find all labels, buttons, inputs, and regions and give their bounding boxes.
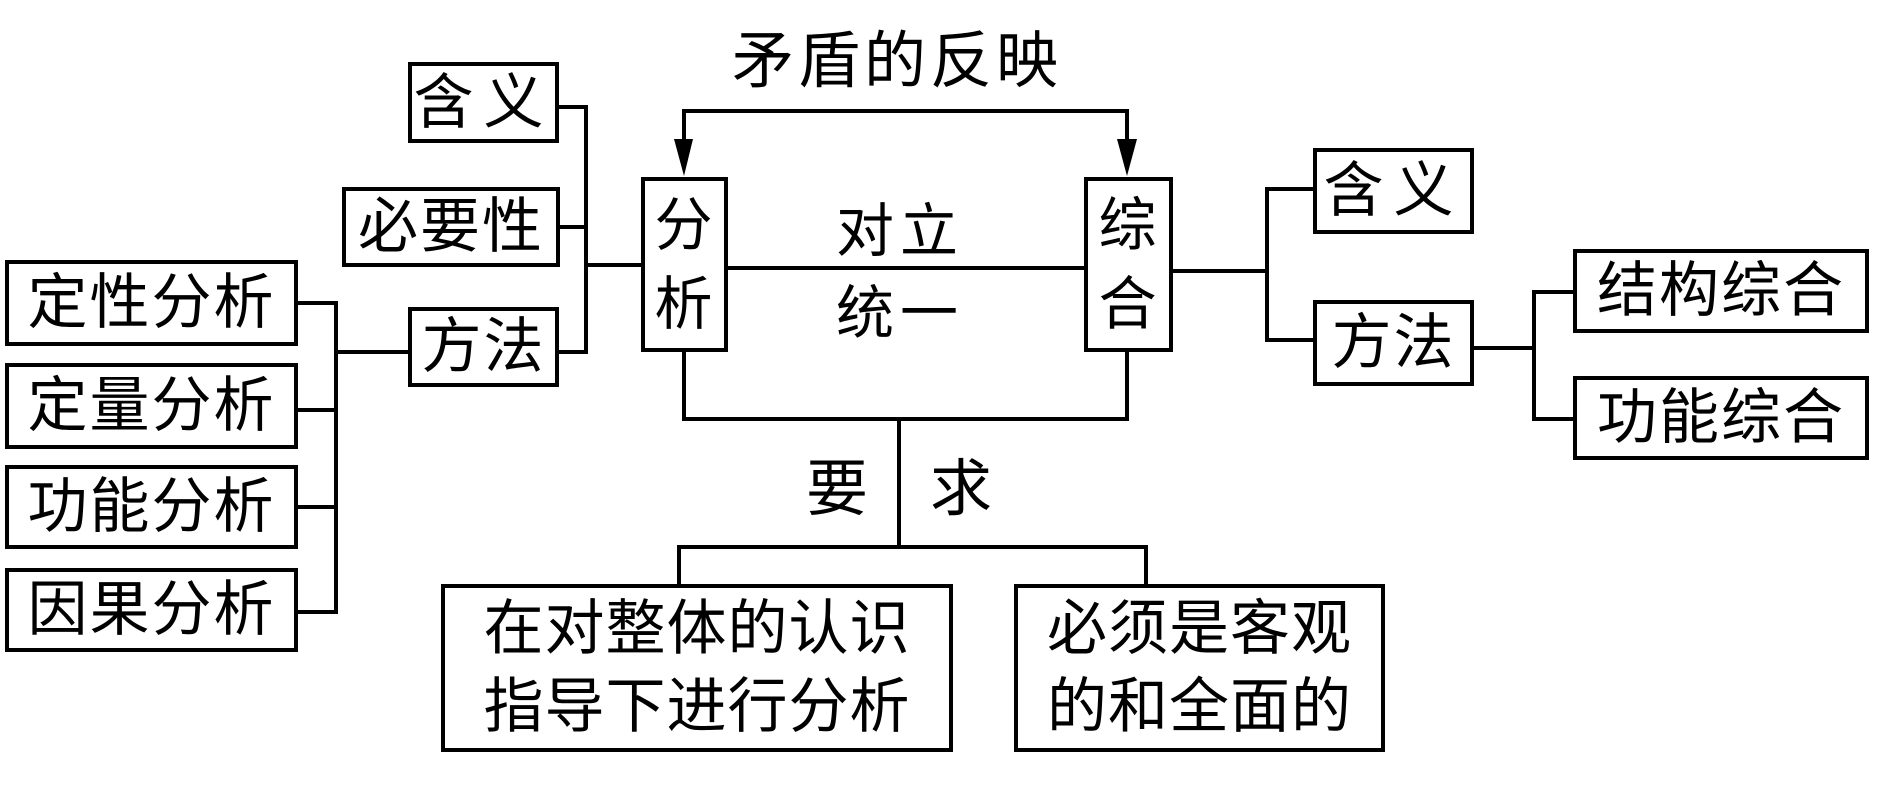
requirement-bottom-line [677,545,1148,549]
methods-spine [334,301,338,614]
method-item-functional[interactable]: 功能分析 [5,465,298,549]
synthesis-item-label: 结构综合 [1597,256,1845,326]
synthesis-down-stem [1125,351,1129,421]
method-item-label: 因果分析 [27,575,276,645]
requirement-left-stem [677,545,681,585]
top-connector-line [682,109,1129,113]
necessity-connector [560,225,588,229]
opposition-label: 对立 [836,197,965,265]
right-branch-spine [1265,187,1269,342]
analysis-necessity-label: 必要性 [358,192,544,262]
quantitative-connector [298,408,338,412]
left-branch-spine [584,105,588,354]
analysis-down-stem [682,351,686,421]
analysis-method-box[interactable]: 方法 [408,307,559,387]
analysis-char-2: 析 [654,269,715,338]
functional-connector [298,505,338,509]
method-item-label: 定量分析 [27,371,276,441]
right-meaning-connector [1265,187,1314,191]
analysis-box[interactable]: 分 析 [641,177,728,352]
method-item-quantitative[interactable]: 定量分析 [5,363,298,449]
synthesis-meaning-label: 含义 [1323,156,1464,226]
analysis-char-1: 分 [654,191,715,260]
method-item-label: 定性分析 [27,268,276,338]
synthesis-method-label: 方法 [1331,308,1456,378]
requirement-right-stem [1144,545,1148,585]
requirement-label-right: 求 [930,452,993,525]
analysis-meaning-label: 含义 [413,67,554,138]
requirement-item-holistic[interactable]: 在对整体的认识 指导下进行分析 [441,584,953,752]
opposition-unity-line [727,266,1085,270]
requirement-item-line2: 指导下进行分析 [483,672,911,742]
synthesis-method-out-connector [1473,346,1536,350]
qualitative-connector [298,301,338,305]
unity-label: 统一 [836,279,965,347]
title-contradiction-reflection: 矛盾的反映 [732,24,1063,97]
synthesis-out-connector [1172,269,1269,273]
arrow-stem-synthesis [1125,109,1129,149]
synthesis-meaning-box[interactable]: 含义 [1313,148,1474,234]
right-method-connector [1265,338,1314,342]
synthesis-item-label: 功能综合 [1597,383,1845,453]
requirement-top-line [682,417,1129,421]
synthesis-item-functional[interactable]: 功能综合 [1573,376,1869,460]
requirement-item-line1: 必须是客观 [1047,594,1352,664]
method-connector [559,350,588,354]
analysis-method-label: 方法 [421,312,546,382]
requirement-stem [897,417,901,549]
analysis-necessity-box[interactable]: 必要性 [342,187,560,267]
meaning-connector [559,105,588,109]
spine-to-analysis-connector [584,263,642,267]
synthesis-methods-spine [1532,290,1536,421]
synthesis-char-2: 合 [1098,269,1159,338]
requirement-item-line1: 在对整体的认识 [483,594,911,664]
method-item-qualitative[interactable]: 定性分析 [5,260,298,346]
requirement-item-line2: 的和全面的 [1047,672,1352,742]
methods-to-method-connector [334,350,409,354]
analysis-meaning-box[interactable]: 含义 [408,62,559,143]
method-item-label: 功能分析 [27,472,276,542]
structural-connector [1532,290,1574,294]
synthesis-box[interactable]: 综 合 [1084,177,1173,352]
causal-connector [298,610,338,614]
functional-synthesis-connector [1532,417,1574,421]
synthesis-item-structural[interactable]: 结构综合 [1573,249,1869,333]
synthesis-char-1: 综 [1098,191,1159,260]
synthesis-method-box[interactable]: 方法 [1313,300,1474,386]
arrow-stem-analysis [682,109,686,149]
method-item-causal[interactable]: 因果分析 [5,568,298,652]
requirement-item-objective[interactable]: 必须是客观 的和全面的 [1014,584,1385,752]
requirement-label-left: 要 [806,452,869,525]
